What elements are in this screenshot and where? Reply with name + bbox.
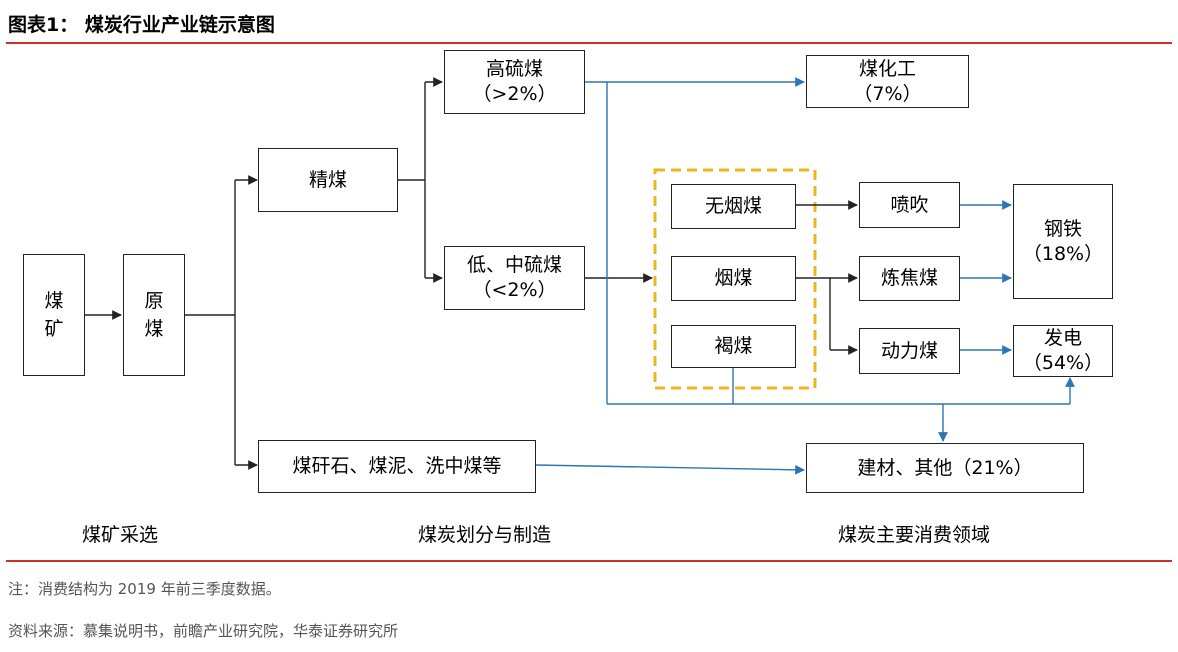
raw-coal-box: 原 煤 xyxy=(123,254,185,376)
low-mid-sulfur-label: 低、中硫煤 xyxy=(466,254,562,277)
stage-mining: 煤矿采选 xyxy=(82,524,159,546)
coal-mine-label-2: 矿 xyxy=(44,318,64,340)
steel-label: 钢铁 xyxy=(1043,217,1082,240)
stage-processing: 煤炭划分与制造 xyxy=(418,524,552,546)
coking-label: 炼焦煤 xyxy=(880,267,938,290)
coal-chemical-box: 煤化工 （7%） xyxy=(806,55,969,108)
power-share: （54%） xyxy=(1022,352,1104,374)
byproducts-label: 煤矸石、煤泥、洗中煤等 xyxy=(292,455,502,478)
footnote: 注：消费结构为 2019 年前三季度数据。 xyxy=(8,580,281,598)
thermal-box: 动力煤 xyxy=(859,328,960,374)
top-rule xyxy=(6,42,1172,44)
coal-chemical-share: （7%） xyxy=(853,82,922,105)
injection-label: 喷吹 xyxy=(890,193,929,216)
steel-share: （18%） xyxy=(1022,242,1104,265)
coal-chemical-label: 煤化工 xyxy=(858,57,916,80)
bottom-rule xyxy=(6,560,1172,562)
building-label: 建材、其他（21%） xyxy=(857,456,1033,479)
power-box: 发电 （54%） xyxy=(1013,325,1113,377)
building-box: 建材、其他（21%） xyxy=(806,443,1084,493)
thermal-label: 动力煤 xyxy=(880,339,938,362)
figure-title: 图表1： 煤炭行业产业链示意图 xyxy=(8,14,275,36)
high-sulfur-share: （>2%） xyxy=(472,83,557,105)
coking-box: 炼焦煤 xyxy=(859,256,960,301)
low-mid-sulfur-share: （<2%） xyxy=(472,279,557,301)
byproducts-box: 煤矸石、煤泥、洗中煤等 xyxy=(258,440,536,493)
raw-coal-label-2: 煤 xyxy=(144,318,164,340)
anthracite-label: 无烟煤 xyxy=(704,195,762,218)
high-sulfur-box: 高硫煤 （>2%） xyxy=(444,50,585,114)
injection-box: 喷吹 xyxy=(859,182,960,228)
coal-types-group xyxy=(653,168,817,390)
lignite-label: 褐煤 xyxy=(714,335,753,358)
bituminous-label: 烟煤 xyxy=(714,267,753,290)
coal-mine-label-1: 煤 xyxy=(44,289,64,312)
low-mid-sulfur-box: 低、中硫煤 （<2%） xyxy=(444,246,585,310)
source-note: 资料来源：慕集说明书，前瞻产业研究院，华泰证券研究所 xyxy=(8,622,399,640)
coal-mine-box: 煤 矿 xyxy=(23,254,85,376)
power-label: 发电 xyxy=(1043,327,1082,350)
lignite-box: 褐煤 xyxy=(671,325,796,368)
high-sulfur-label: 高硫煤 xyxy=(485,58,543,81)
bituminous-box: 烟煤 xyxy=(671,256,796,301)
raw-coal-label-1: 原 xyxy=(144,289,164,312)
clean-coal-label: 精煤 xyxy=(308,168,347,191)
steel-box: 钢铁 （18%） xyxy=(1013,184,1113,299)
anthracite-box: 无烟煤 xyxy=(671,184,796,229)
clean-coal-box: 精煤 xyxy=(258,148,398,212)
stage-consumption: 煤炭主要消费领域 xyxy=(838,524,991,546)
